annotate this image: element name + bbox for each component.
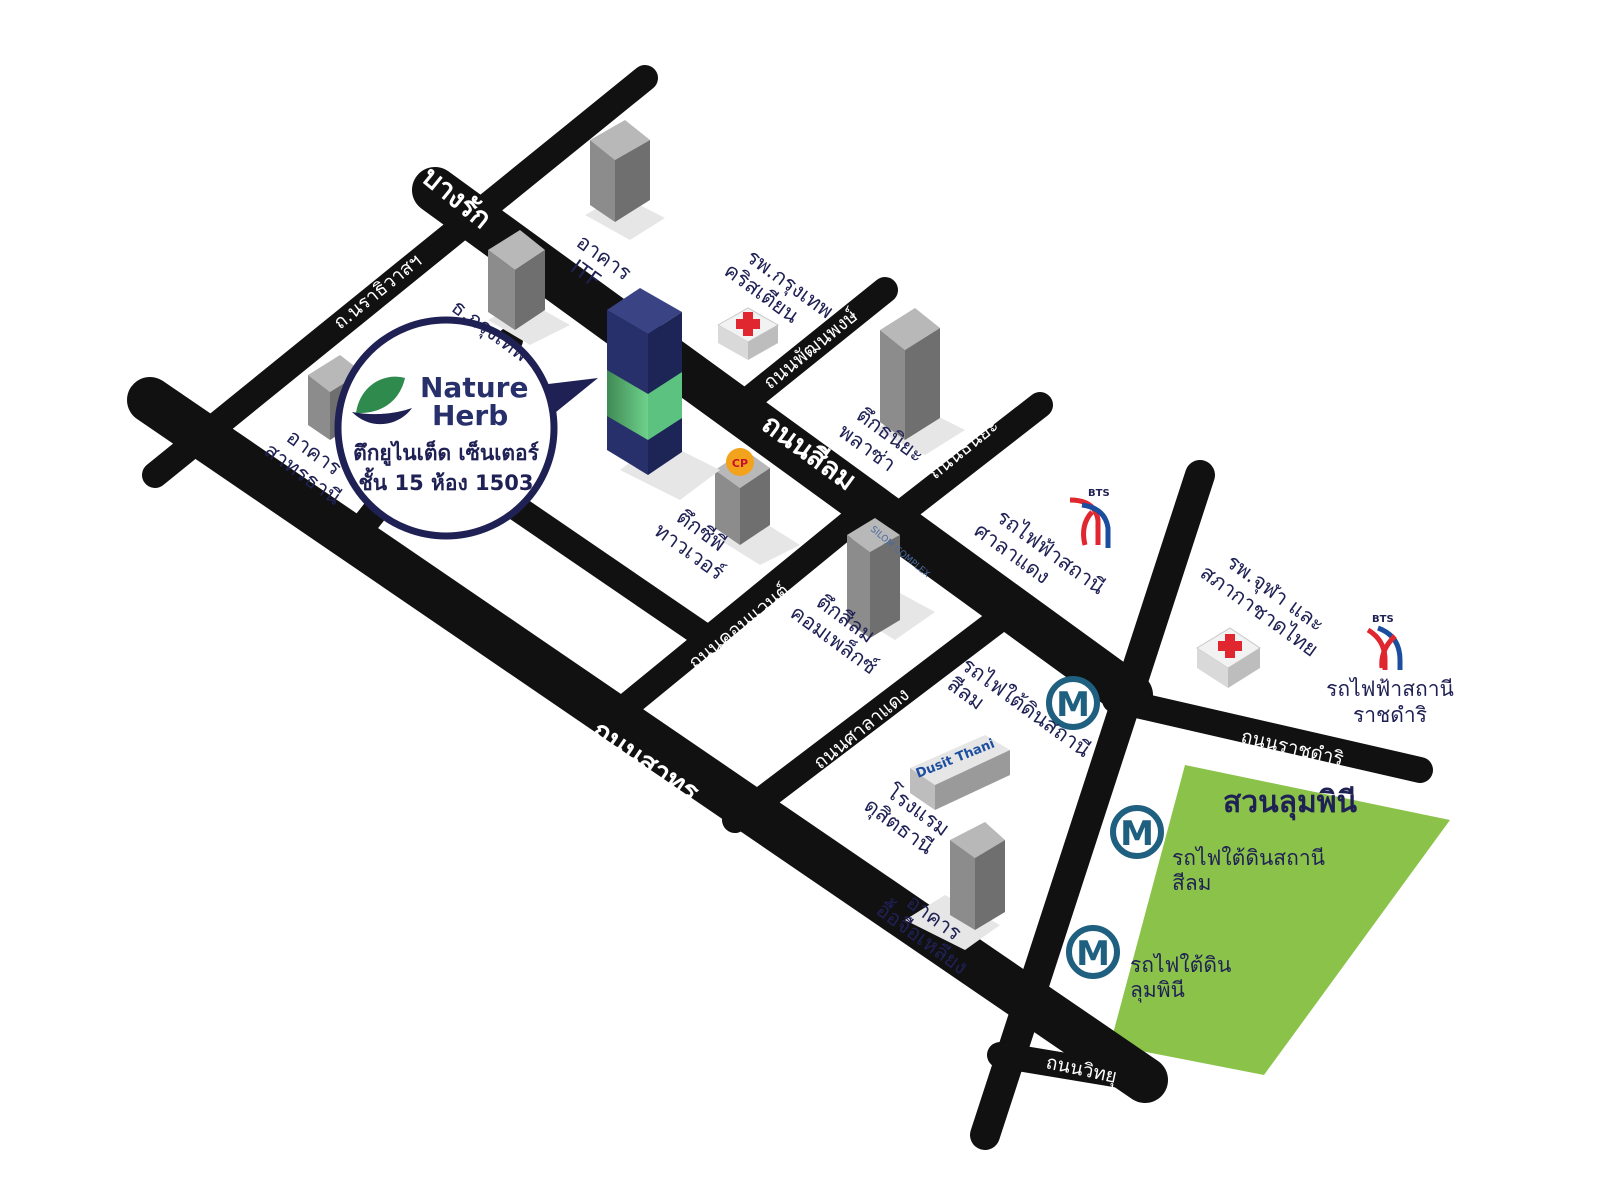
road-witthayu <box>970 460 1215 1150</box>
label-lumphini-park: สวนลุมพินี <box>1223 785 1358 821</box>
building-itf <box>585 120 665 240</box>
label-mrt-lumphini: รถไฟใต้ดิน ลุมพินี <box>1130 953 1231 1003</box>
label-bts-ratchadamri: รถไฟฟ้าสถานี ราชดำริ <box>1326 677 1454 727</box>
road-saladaeng <box>722 602 1018 833</box>
svg-text:BTS: BTS <box>1372 614 1394 625</box>
svg-text:BTS: BTS <box>1088 488 1110 499</box>
callout-circle <box>334 316 558 540</box>
building-bangkok-bank <box>488 230 570 345</box>
location-callout: Nature Herb ตึกยูไนเต็ด เซ็นเตอร์ ชั้น 1… <box>334 316 598 540</box>
building-chula-hospital <box>1196 627 1261 688</box>
bts-ratchadamri-icon: BTS <box>1366 614 1403 670</box>
red-cross-icon <box>1218 634 1242 658</box>
cp-logo-icon <box>726 448 754 476</box>
road-phatphong <box>729 277 898 418</box>
united-center-tower <box>607 288 720 500</box>
road-side-lower <box>485 482 723 653</box>
svg-text:สีลม: สีลม <box>1172 871 1212 895</box>
road-label-saladaeng: ถนนศาลาแดง <box>809 684 913 774</box>
building-bangkok-christian-hospital <box>716 307 780 360</box>
lumphini-park <box>1110 765 1450 1075</box>
callout-floor-room: ชั้น 15 ห้อง 1503 <box>359 467 534 495</box>
road-convent <box>599 502 873 731</box>
bts-saladaeng-icon: BTS <box>1069 488 1111 548</box>
svg-text:M: M <box>1056 685 1090 725</box>
label-mrt-silom-b: รถไฟใต้ดินสถานี สีลม <box>1172 846 1325 895</box>
red-cross-icon <box>736 312 760 336</box>
road-bangrak <box>142 65 658 488</box>
logo-word-nature: Nature <box>420 371 528 404</box>
building-thaniya-plaza <box>875 308 965 455</box>
road-sathorn <box>127 377 1168 1103</box>
road-label-phatphong: ถนนพัฒนพงษ์ <box>759 304 862 393</box>
mrt-silom-icon-b: M <box>1110 805 1164 859</box>
mrt-silom-icon-a: M <box>1046 676 1100 730</box>
building-cp-tower: CP <box>715 448 800 565</box>
svg-text:รถไฟใต้ดินสถานี: รถไฟใต้ดินสถานี <box>1172 846 1325 870</box>
logo-word-herb: Herb <box>432 399 508 432</box>
leaf-logo-icon <box>356 376 405 414</box>
road-ratchadamri <box>1102 687 1433 783</box>
building-silom-complex: SILOM COMPLEX <box>847 518 935 640</box>
svg-text:รถไฟใต้ดิน: รถไฟใต้ดิน <box>1130 953 1231 977</box>
building-uoll <box>905 822 1005 950</box>
nature-herb-logo: Nature Herb <box>352 371 528 432</box>
mrt-lumphini-icon: M <box>1066 925 1120 979</box>
road-thaniya <box>892 392 1053 523</box>
svg-text:M: M <box>1120 814 1154 854</box>
cp-logo-text: CP <box>732 457 748 470</box>
road-sathorn-ext <box>987 1042 1163 1093</box>
svg-text:ลุมพินี: ลุมพินี <box>1130 978 1185 1003</box>
callout-building-name: ตึกยูไนเต็ด เซ็นเตอร์ <box>353 439 540 467</box>
svg-text:รถไฟฟ้าสถานี: รถไฟฟ้าสถานี <box>1326 677 1454 701</box>
svg-text:ราชดำริ: ราชดำริ <box>1353 703 1427 727</box>
road-label-narathiwat: ถ.นราธิวาสฯ <box>329 250 426 334</box>
svg-text:M: M <box>1076 934 1110 974</box>
building-dusit-thani: Dusit Thani <box>910 735 1010 810</box>
